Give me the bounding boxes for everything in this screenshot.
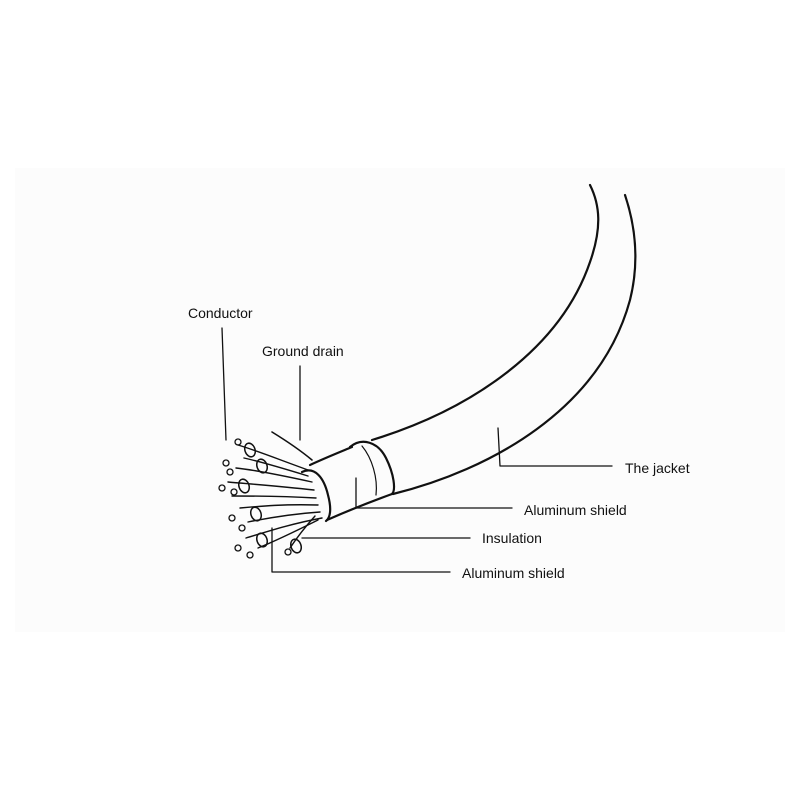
leader-aluminum-shield-inner — [271, 527, 451, 573]
shield-body-top — [308, 445, 354, 467]
diagram-panel — [15, 168, 785, 632]
pair-foils — [237, 442, 303, 554]
shield-edge-highlight — [361, 445, 377, 496]
leader-jacket — [497, 427, 613, 467]
ground-drain-wire — [271, 431, 313, 461]
twisted-pairs — [227, 444, 323, 549]
jacket-cut-edge — [348, 440, 396, 496]
label-the-jacket: The jacket — [625, 460, 690, 476]
label-aluminum-shield-outer: Aluminum shield — [524, 502, 627, 518]
shield-body-bottom — [325, 492, 394, 522]
leader-conductor — [221, 327, 227, 441]
leader-aluminum-shield-outer — [355, 477, 513, 509]
label-ground-drain: Ground drain — [262, 343, 344, 359]
label-insulation: Insulation — [482, 530, 542, 546]
leader-lines — [221, 327, 613, 573]
conductor-tips — [218, 438, 292, 559]
label-aluminum-shield-inner: Aluminum shield — [462, 565, 565, 581]
label-conductor: Conductor — [188, 305, 253, 321]
jacket-outline-upper — [370, 183, 600, 442]
shield-cut-edge — [300, 469, 332, 523]
jacket-outline-lower — [391, 193, 637, 496]
